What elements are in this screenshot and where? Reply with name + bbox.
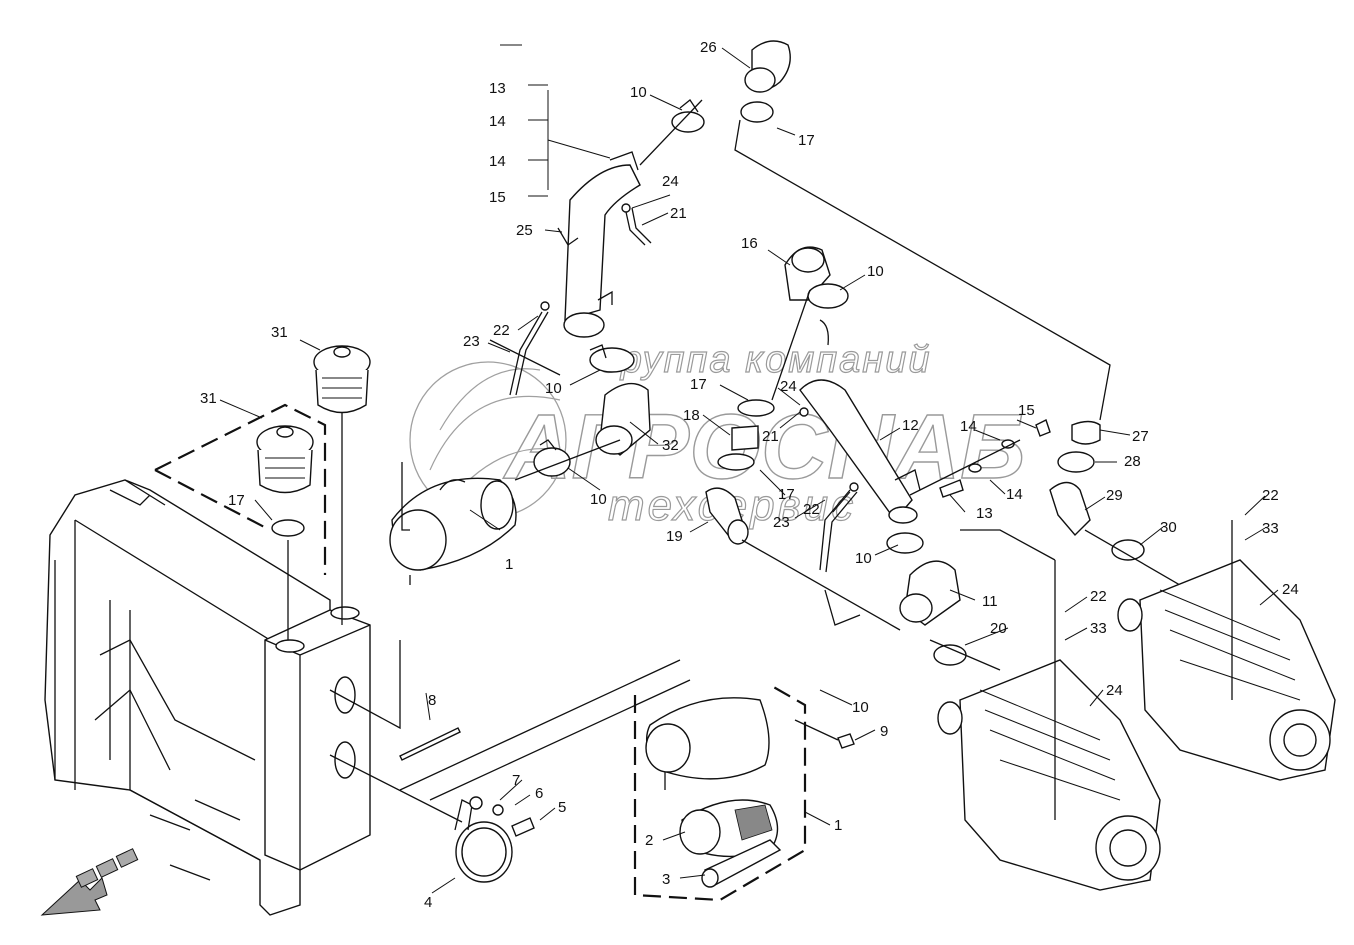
callout-4: 4: [424, 894, 432, 911]
callout-10b: 10: [867, 263, 884, 280]
engine-front: [937, 529, 1161, 891]
callout-30: 30: [1160, 519, 1177, 536]
callout-22a: 22: [493, 322, 510, 339]
callout-22b: 22: [1262, 487, 1279, 504]
hose-22-23-lower: [819, 482, 859, 573]
callout-22c: 22: [803, 501, 820, 518]
callout-2: 2: [645, 832, 653, 849]
callout-20: 20: [990, 620, 1007, 637]
callout-24a: 24: [662, 173, 679, 190]
callout-10c: 10: [545, 380, 562, 397]
callout-1a: 1: [505, 556, 513, 573]
callout-10e: 10: [855, 550, 872, 567]
callout-15a: 15: [489, 189, 506, 206]
callout-27: 27: [1132, 428, 1149, 445]
callout-17b: 17: [690, 376, 707, 393]
right-elbow-29: [1049, 420, 1181, 586]
callout-28: 28: [1124, 453, 1141, 470]
callout-14c: 14: [960, 418, 977, 435]
callout-13a: 13: [489, 80, 506, 97]
callout-24b: 24: [780, 378, 797, 395]
callout-16: 16: [741, 235, 758, 252]
hose-22-23: [489, 301, 561, 396]
leader-lines: [219, 44, 1279, 894]
callout-15b: 15: [1018, 402, 1035, 419]
direction-arrow-icon: [40, 877, 108, 916]
callout-8: 8: [428, 692, 436, 709]
intake-pipe-25: [557, 40, 1111, 421]
callout-22d: 22: [1090, 588, 1107, 605]
callout-1b: 1: [834, 817, 842, 834]
callout-21a: 21: [670, 205, 687, 222]
mounting-band: [329, 640, 691, 883]
callout-19: 19: [666, 528, 683, 545]
callout-13b: 13: [976, 505, 993, 522]
elbow-19: [705, 487, 901, 631]
callout-10f: 10: [852, 699, 869, 716]
callout-12: 12: [902, 417, 919, 434]
callout-25: 25: [516, 222, 533, 239]
engine-rear: [1117, 520, 1336, 781]
callout-6: 6: [535, 785, 543, 802]
callout-11: 11: [982, 593, 998, 610]
elbow-11: [824, 532, 1001, 671]
callout-29: 29: [1106, 487, 1123, 504]
watermark-line-1: группа компаний: [600, 339, 931, 381]
elbow-32: [514, 344, 651, 481]
callout-17d: 17: [228, 492, 245, 509]
callout-31a: 31: [271, 324, 288, 341]
hose-21-24: [621, 203, 652, 246]
callout-14d: 14: [1006, 486, 1023, 503]
callout-5: 5: [558, 799, 566, 816]
air-filter-main: [389, 462, 517, 585]
elbow-16: [771, 246, 849, 401]
callout-26: 26: [700, 39, 717, 56]
callout-7: 7: [512, 772, 520, 789]
callout-17a: 17: [798, 132, 815, 149]
callout-17c: 17: [778, 486, 795, 503]
callout-23a: 23: [463, 333, 480, 350]
callout-3: 3: [662, 871, 670, 888]
callout-21b: 21: [762, 428, 779, 445]
callout-31b: 31: [200, 390, 217, 407]
callout-24d: 24: [1106, 682, 1123, 699]
pipe-12: [799, 379, 921, 524]
callout-24c: 24: [1282, 581, 1299, 598]
callout-18: 18: [683, 407, 700, 424]
bolt-washer-group: [909, 419, 1051, 498]
radiator-frame: [40, 479, 371, 916]
callout-33a: 33: [1262, 520, 1279, 537]
callout-32: 32: [662, 437, 679, 454]
callout-14b: 14: [489, 153, 506, 170]
callout-23b: 23: [773, 514, 790, 531]
callout-10d: 10: [590, 491, 607, 508]
callout-labels: 26 13 10 14 17 14 24 15 21 25 16 10 31 2…: [200, 39, 1299, 911]
sleeve-18-clamps: [717, 399, 809, 471]
callout-33b: 33: [1090, 620, 1107, 637]
pre-cleaner-upper: [313, 345, 371, 625]
callout-14a: 14: [489, 113, 506, 130]
callout-9: 9: [880, 723, 888, 740]
air-filter-exploded: [633, 684, 855, 902]
callout-10a: 10: [630, 84, 647, 101]
pre-cleaner-lower: [154, 403, 327, 640]
